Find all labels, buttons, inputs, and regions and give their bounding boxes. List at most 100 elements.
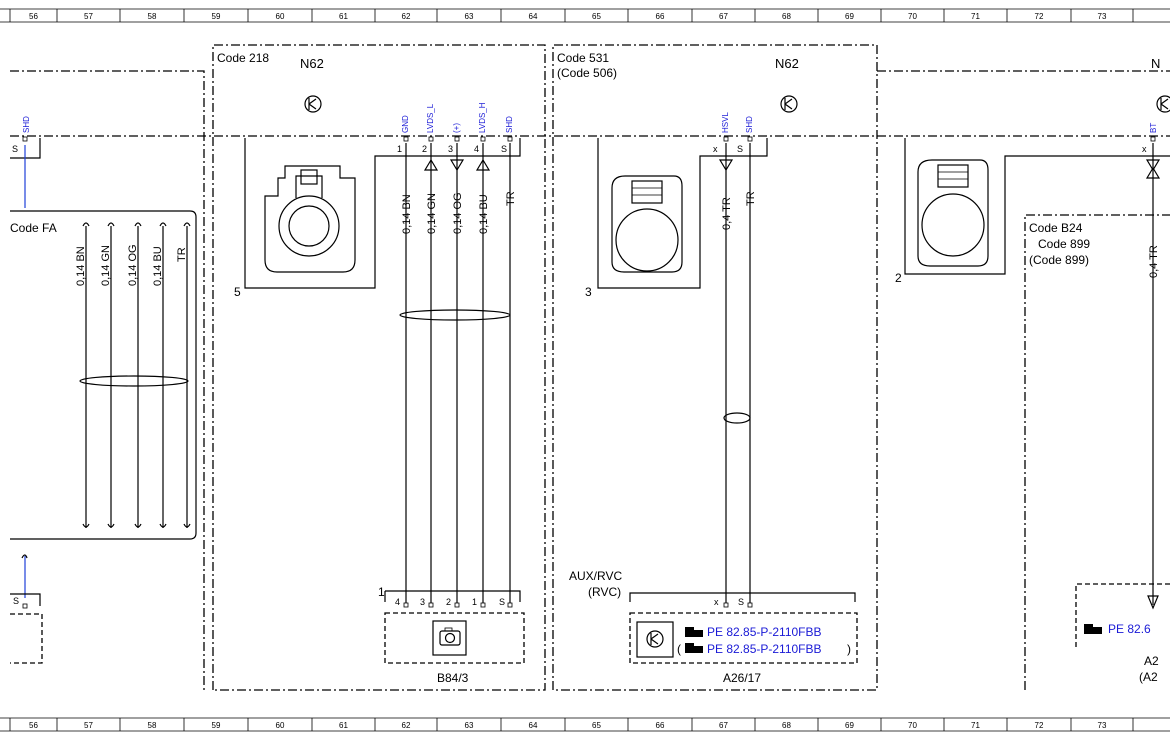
- pin-label: GND: [401, 115, 410, 133]
- grid-column-label: 65: [592, 721, 601, 730]
- transistor-symbol-2: [780, 95, 798, 113]
- connector-3: 3: [585, 285, 592, 299]
- wire-label: TR: [745, 191, 757, 206]
- grid-column-label: 61: [339, 12, 348, 21]
- connector-5: 5: [234, 285, 241, 299]
- code-899-alt: (Code 899): [1029, 253, 1089, 267]
- grid-column-label: 70: [908, 721, 917, 730]
- bottom-pin-number: 4: [395, 597, 400, 607]
- device-a26-17: A26/17: [723, 671, 761, 685]
- left-bottom-s: S: [13, 596, 19, 606]
- grid-column-label: 73: [1098, 721, 1107, 730]
- grid-column-label: 56: [29, 12, 38, 21]
- reference-icon-1: [685, 627, 703, 637]
- n62-label-1: N62: [300, 56, 324, 71]
- pin-label: LVDS_H: [478, 102, 487, 133]
- bottom-pin-number: 1: [472, 597, 477, 607]
- grid-column-label: 70: [908, 12, 917, 21]
- grid-column-label: 60: [276, 12, 285, 21]
- pin-number: x: [713, 144, 718, 154]
- aux-rvc-label: AUX/RVC: [569, 569, 622, 583]
- transistor-symbol-3: [636, 621, 674, 658]
- grid-column-label: 69: [845, 721, 854, 730]
- device-a2: A2: [1144, 654, 1159, 668]
- code-531-title: Code 531: [557, 51, 609, 65]
- right-pin-label: BT: [1149, 123, 1158, 133]
- grid-column-label: 64: [529, 721, 538, 730]
- device-a2-alt: (A2: [1139, 670, 1158, 684]
- grid-column-label: 62: [402, 12, 411, 21]
- grid-column-label: 71: [971, 12, 980, 21]
- section-code-218: Code 218 N62 5 GND 1 LVDS_L 2 (+) 3 LVDS_H 4 SHD…: [217, 51, 525, 685]
- camera-connector-icon-2: [611, 175, 683, 273]
- code-b24: Code B24: [1029, 221, 1083, 235]
- code-506-title: (Code 506): [557, 66, 617, 80]
- wire-label: TR: [505, 191, 517, 206]
- grid-column-label: 68: [782, 12, 791, 21]
- grid-column-label: 72: [1035, 12, 1044, 21]
- grid-column-label: 73: [1098, 12, 1107, 21]
- grid-column-label: 67: [719, 12, 728, 21]
- section-right: N BT 2 x 0,4 TR Code B24 Code 899 (Code …: [895, 56, 1170, 684]
- grid-column-label: 62: [402, 721, 411, 730]
- grid-column-label: 60: [276, 721, 285, 730]
- bottom-pin-number: 3: [420, 597, 425, 607]
- wire-label: 0,14 BU: [478, 194, 490, 234]
- pin-number: S: [737, 144, 743, 154]
- grid-column-label: 68: [782, 721, 791, 730]
- ref-close-paren: ): [847, 642, 851, 656]
- bottom-pin-number: S: [738, 597, 744, 607]
- left-wire-label: 0,14 BU: [152, 246, 164, 286]
- grid-column-label: 61: [339, 721, 348, 730]
- pin-number: 2: [422, 144, 427, 154]
- left-shield-s: S: [12, 144, 18, 154]
- reference-icon-2: [685, 643, 703, 653]
- grid-column-label: 64: [529, 12, 538, 21]
- left-code: Code FA: [10, 221, 57, 235]
- right-wire: 0,4 TR: [1148, 245, 1160, 278]
- pin-number: 4: [474, 144, 479, 154]
- left-wire-label: 0,14 OG: [127, 244, 139, 286]
- ref-link-2[interactable]: PE 82.85-P-2110FBB: [707, 642, 822, 656]
- reference-icon-3: [1084, 624, 1102, 634]
- ref-open-paren: (: [677, 642, 681, 656]
- pin-label: (+): [452, 123, 461, 133]
- bottom-pin-number: 2: [446, 597, 451, 607]
- grid-column-label: 59: [212, 12, 221, 21]
- left-wire-label: 0,14 BN: [75, 246, 87, 286]
- grid-column-label: 56: [29, 721, 38, 730]
- wire-label: 0,14 BN: [401, 194, 413, 234]
- grid-column-label: 67: [719, 721, 728, 730]
- pin-label: HSVL: [721, 112, 730, 133]
- ref-link-1[interactable]: PE 82.85-P-2110FBB: [707, 625, 822, 639]
- connector-2: 2: [895, 271, 902, 285]
- grid-column-label: 69: [845, 12, 854, 21]
- left-wire-label: 0,14 GN: [100, 245, 112, 286]
- pin-label: SHD: [505, 116, 514, 133]
- pin-label: LVDS_L: [426, 103, 435, 133]
- camera-connector-icon-3: [917, 159, 989, 267]
- grid-column-label: 59: [212, 721, 221, 730]
- bottom-pin-number: x: [714, 597, 719, 607]
- pin-number: 1: [397, 144, 402, 154]
- right-pin-x: x: [1142, 144, 1147, 154]
- transistor-symbol-1: [304, 95, 322, 113]
- grid-column-label: 57: [84, 721, 93, 730]
- left-wire-label: TR: [176, 247, 188, 262]
- grid-column-label: 58: [148, 12, 157, 21]
- n-label-right: N: [1151, 56, 1160, 71]
- code-218-title: Code 218: [217, 51, 269, 65]
- bottom-connector-1: 1: [378, 585, 385, 599]
- grid-column-label: 58: [148, 721, 157, 730]
- grid-column-label: 66: [656, 12, 665, 21]
- bottom-pin-number: S: [499, 597, 505, 607]
- n62-label-2: N62: [775, 56, 799, 71]
- grid-column-label: 72: [1035, 721, 1044, 730]
- ref-link-3[interactable]: PE 82.6: [1108, 622, 1151, 636]
- wire-label: 0,4 TR: [721, 197, 733, 230]
